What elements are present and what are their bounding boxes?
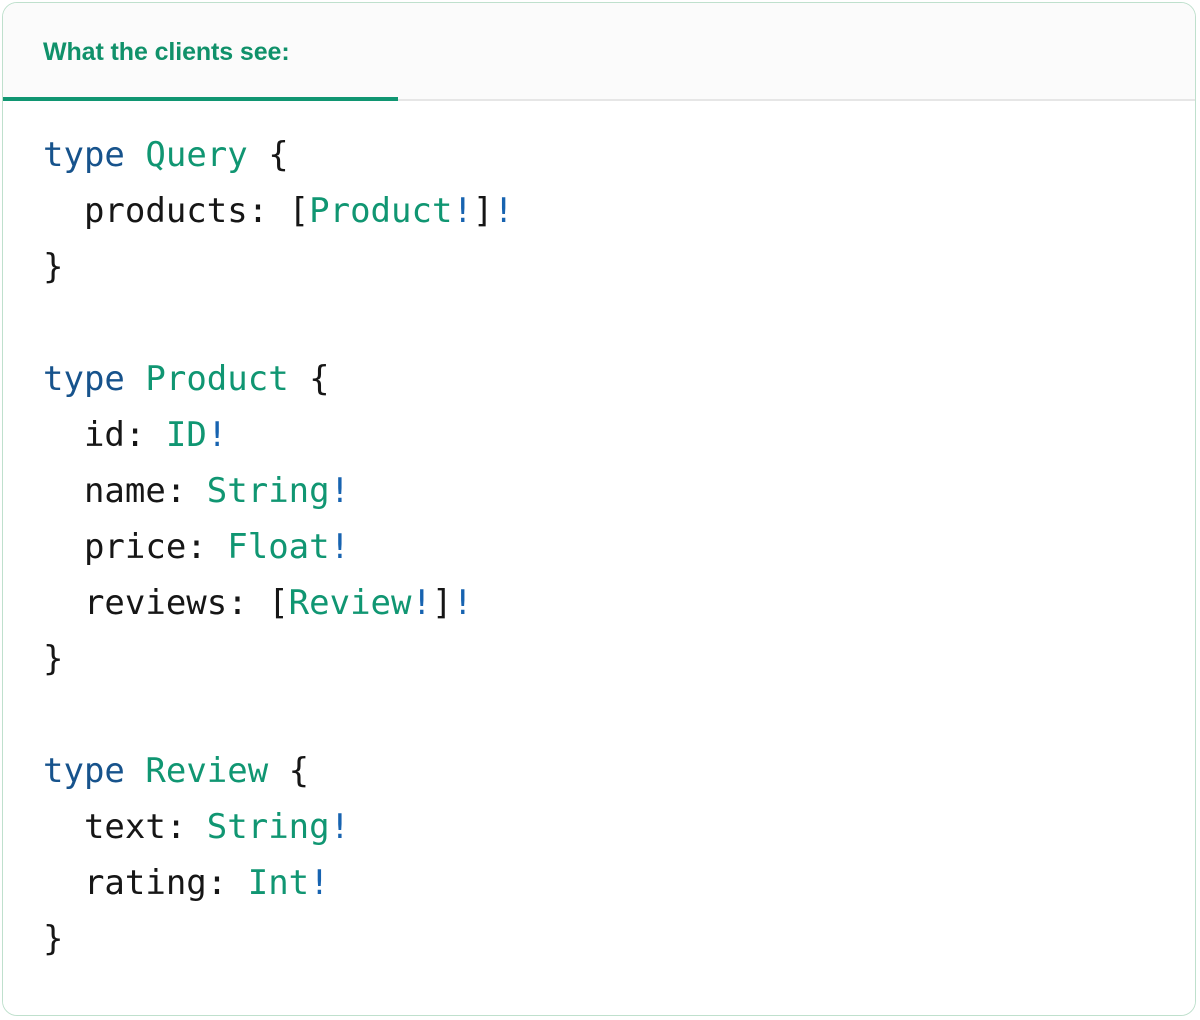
token-close-brace: } bbox=[43, 247, 64, 287]
code-line-13: text: String! bbox=[43, 799, 1195, 855]
code-line-7: name: String! bbox=[43, 463, 1195, 519]
token-field-products: products: bbox=[83, 191, 269, 231]
token-space bbox=[207, 527, 227, 567]
code-line-1: type Query { bbox=[43, 127, 1195, 183]
code-line-11-blank bbox=[43, 687, 1195, 743]
token-keyword-type: type bbox=[43, 359, 125, 399]
token-close-bracket: ] bbox=[472, 191, 494, 231]
code-line-14: rating: Int! bbox=[43, 855, 1195, 911]
card-header: What the clients see: bbox=[3, 3, 1195, 101]
token-open-bracket: [ bbox=[268, 191, 310, 231]
code-line-12: type Review { bbox=[43, 743, 1195, 799]
token-field-rating: rating: bbox=[83, 863, 228, 903]
code-line-10: } bbox=[43, 631, 1195, 687]
token-open-brace: { bbox=[247, 135, 289, 175]
code-line-5: type Product { bbox=[43, 351, 1195, 407]
token-field-reviews: reviews: bbox=[83, 583, 248, 623]
token-field-id: id: bbox=[83, 415, 146, 455]
token-type-string: String bbox=[206, 471, 330, 511]
token-keyword-type: type bbox=[43, 135, 125, 175]
token-type-product-ref: Product bbox=[309, 191, 453, 231]
code-line-9: reviews: [Review!]! bbox=[43, 575, 1195, 631]
token-indent bbox=[43, 415, 84, 455]
token-field-name: name: bbox=[83, 471, 187, 511]
token-type-id: ID bbox=[165, 415, 207, 455]
code-line-15: } bbox=[43, 911, 1195, 967]
token-indent bbox=[43, 583, 84, 623]
code-line-4-blank bbox=[43, 295, 1195, 351]
header-divider bbox=[3, 99, 1195, 101]
token-space bbox=[125, 359, 145, 399]
token-type-review: Review bbox=[145, 751, 269, 791]
code-line-8: price: Float! bbox=[43, 519, 1195, 575]
tab-what-the-clients-see[interactable]: What the clients see: bbox=[3, 3, 398, 101]
token-bang: ! bbox=[329, 527, 351, 567]
token-space bbox=[145, 415, 165, 455]
token-close-brace: } bbox=[43, 919, 64, 959]
graphql-schema-code: type Query { products: [Product!]!}type … bbox=[3, 127, 1195, 967]
token-type-float: Float bbox=[227, 527, 330, 567]
token-bang-outer: ! bbox=[493, 191, 514, 231]
token-close-bracket: ] bbox=[431, 583, 453, 623]
token-space bbox=[186, 471, 206, 511]
token-bang: ! bbox=[309, 863, 330, 903]
token-field-text: text: bbox=[83, 807, 187, 847]
token-space bbox=[186, 807, 206, 847]
token-bang: ! bbox=[329, 471, 351, 511]
token-keyword-type: type bbox=[43, 751, 125, 791]
token-indent bbox=[43, 807, 84, 847]
token-field-price: price: bbox=[83, 527, 207, 567]
token-type-product: Product bbox=[145, 359, 289, 399]
token-type-review-ref: Review bbox=[288, 583, 412, 623]
token-space bbox=[227, 863, 247, 903]
code-line-3: } bbox=[43, 239, 1195, 295]
tab-label: What the clients see: bbox=[43, 37, 290, 66]
tab-active-underline bbox=[3, 97, 398, 101]
token-open-brace: { bbox=[288, 359, 330, 399]
token-open-bracket: [ bbox=[247, 583, 289, 623]
token-bang: ! bbox=[329, 807, 351, 847]
code-viewer[interactable]: type Query { products: [Product!]!}type … bbox=[3, 101, 1195, 1015]
code-line-2: products: [Product!]! bbox=[43, 183, 1195, 239]
token-open-brace: { bbox=[268, 751, 310, 791]
token-space bbox=[125, 751, 145, 791]
token-close-brace: } bbox=[43, 639, 64, 679]
token-bang: ! bbox=[206, 415, 228, 455]
token-type-string: String bbox=[206, 807, 330, 847]
code-line-6: id: ID! bbox=[43, 407, 1195, 463]
token-type-int: Int bbox=[247, 863, 310, 903]
token-bang-outer: ! bbox=[452, 583, 473, 623]
token-indent bbox=[43, 527, 84, 567]
token-bang-inner: ! bbox=[452, 191, 473, 231]
token-indent bbox=[43, 471, 84, 511]
token-indent bbox=[43, 863, 84, 903]
token-type-query: Query bbox=[145, 135, 248, 175]
token-bang-inner: ! bbox=[411, 583, 432, 623]
token-indent bbox=[43, 191, 84, 231]
token-space bbox=[125, 135, 145, 175]
